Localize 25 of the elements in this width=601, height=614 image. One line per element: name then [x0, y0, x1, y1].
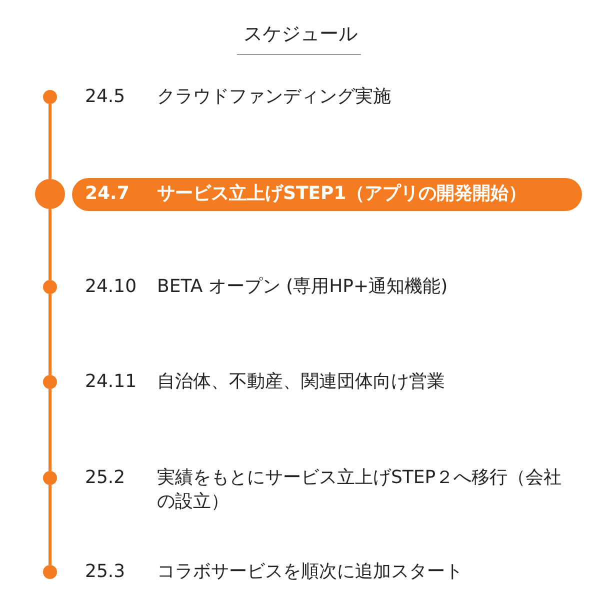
timeline-dot [43, 90, 57, 104]
timeline-dot [43, 565, 57, 579]
date-label: 24.7 [85, 182, 130, 206]
highlight-pill [72, 178, 582, 211]
date-label: 24.5 [85, 85, 126, 109]
timeline-line [48, 389, 52, 471]
timeline-dot [43, 375, 57, 389]
date-label: 24.10 [85, 275, 137, 299]
event-label: BETA オープン (専用HP+通知機能) [157, 275, 449, 299]
title: スケジュール [242, 22, 358, 46]
event-label: コラボサービスを順次に追加スタート [157, 560, 464, 584]
timeline-dot [43, 280, 57, 294]
event-label: 実績をもとにサービス立上げSTEP２へ移行（会社の設立） [157, 466, 563, 514]
event-label: サービス立上げSTEP1（アプリの開発開始） [157, 182, 526, 206]
date-label: 25.2 [85, 466, 126, 490]
timeline-line [48, 209, 52, 280]
event-label: クラウドファンディング実施 [157, 85, 392, 109]
timeline-line [48, 104, 52, 179]
date-label: 24.11 [85, 370, 137, 394]
timeline-line [48, 485, 52, 565]
event-label: 自治体、不動産、関連団体向け営業 [157, 370, 446, 394]
timeline-line [48, 294, 52, 375]
date-label: 25.3 [85, 560, 126, 584]
timeline-dot [43, 471, 57, 485]
timeline-dot [35, 179, 65, 209]
